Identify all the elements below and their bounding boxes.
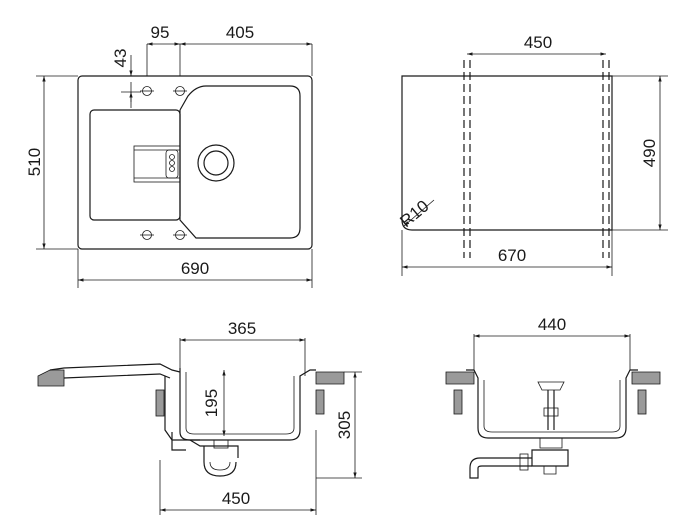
sink-outline xyxy=(77,75,313,250)
dim-365: 365 xyxy=(228,319,256,338)
drain-outer xyxy=(197,144,235,182)
overflow-knob xyxy=(165,149,179,179)
dim-195: 195 xyxy=(202,389,221,417)
overflow-slot xyxy=(133,145,181,183)
drainer-profile xyxy=(49,363,181,373)
dim-450-top: 450 xyxy=(524,33,552,52)
bottle-trap xyxy=(531,449,569,467)
worktop-left xyxy=(37,369,65,387)
bowl-section xyxy=(179,368,316,441)
dim-95: 95 xyxy=(151,23,170,42)
dim-405: 405 xyxy=(226,23,254,42)
longitudinal-section: 365 195 305 450 xyxy=(37,319,362,515)
dim-690: 690 xyxy=(181,259,209,278)
drain-inner xyxy=(203,150,229,176)
cabinet-edge-left xyxy=(155,389,165,417)
cross-section: 440 xyxy=(445,315,661,479)
worktop-right-cross xyxy=(631,371,661,385)
dim-43: 43 xyxy=(111,49,130,68)
dim-305: 305 xyxy=(335,411,354,439)
cabinet-edge-right-cross xyxy=(637,389,647,415)
dim-490: 490 xyxy=(640,139,659,167)
bowl-outline xyxy=(179,85,301,239)
cabinet-edge-left-cross xyxy=(453,389,463,415)
outlet-pipe xyxy=(469,457,532,479)
dim-440: 440 xyxy=(538,315,566,334)
strainer xyxy=(537,381,565,391)
bowl-cross-section xyxy=(466,369,638,439)
dim-450-bottom: 450 xyxy=(222,489,250,508)
tap-holes xyxy=(140,86,187,240)
plan-view: 43 95 405 510 690 xyxy=(25,23,313,288)
drainer-area xyxy=(89,109,181,221)
dim-510: 510 xyxy=(25,148,44,176)
dim-670: 670 xyxy=(498,246,526,265)
worktop-left-cross xyxy=(445,371,475,385)
siphon-trap xyxy=(203,446,237,477)
worktop-right xyxy=(315,371,345,385)
cabinet-edge-right xyxy=(315,389,325,415)
cutout-view: 450 490 R10 670 xyxy=(396,33,668,276)
cutout-outline xyxy=(401,75,613,231)
